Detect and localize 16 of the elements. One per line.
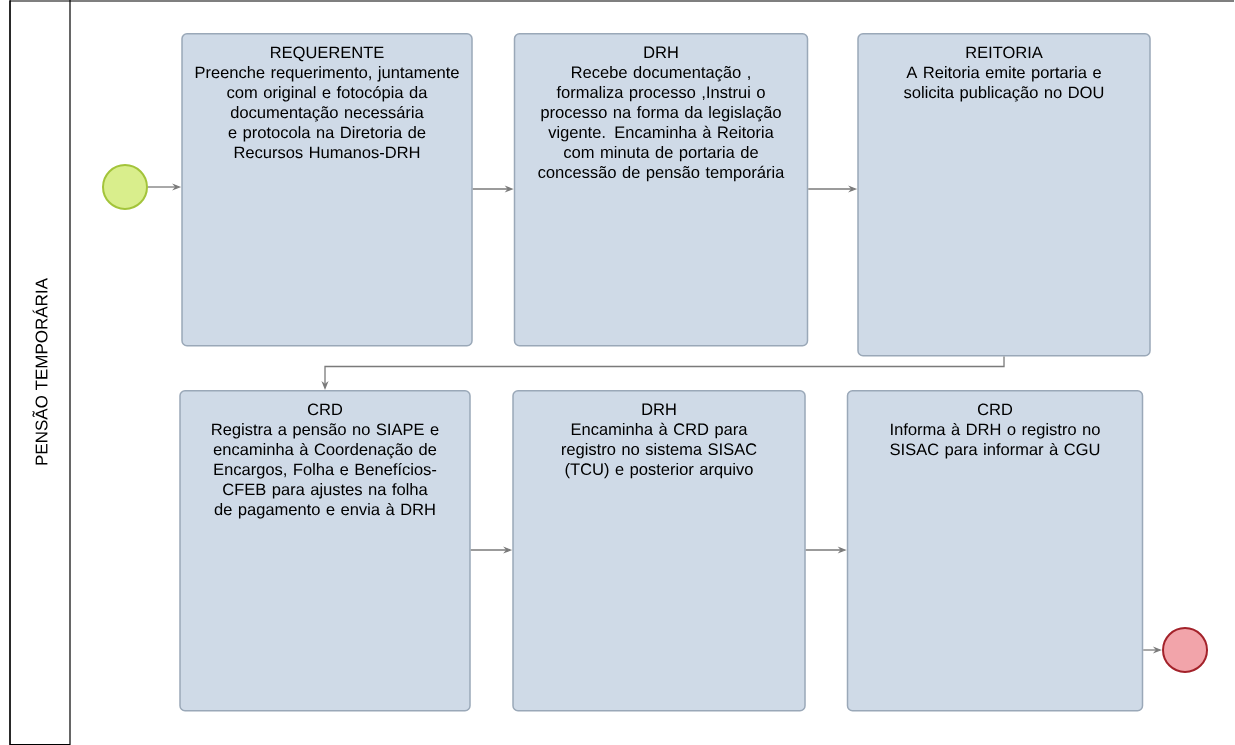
task-box xyxy=(512,390,806,712)
lane-label: PENSÃO TEMPORÁRIA xyxy=(32,278,48,465)
task-text: DRH Encaminha à CRD para registro no sistema SISAC (TCU) e posterior arquivo xyxy=(562,403,757,479)
end-event xyxy=(1162,627,1208,673)
task-text: CRD Registra a pensão no SIAPE e encaminha à Coordenação de Encargos, Folha e Benefícios-CFEB para ajustes na folha de pagamento e envia à DRH xyxy=(212,403,439,519)
lane-header xyxy=(9,0,71,745)
task-box xyxy=(179,390,471,712)
start-event xyxy=(102,164,148,210)
task-box xyxy=(857,33,1151,357)
task-text: REQUERENTE Preenche requerimento, juntamente com original e fotocópia da documentação necessária e protocola na Diretoria de Recursos Humanos-DRH xyxy=(195,46,459,159)
task-box xyxy=(181,33,473,347)
task-box xyxy=(513,33,809,347)
task-text: DRH Recebe documentação , formaliza processo ,Instrui o processo na forma da legislação vigente. Encaminha à Reitoria com minuta de portaria de concessão de pensão temporária xyxy=(538,46,785,182)
task-box xyxy=(846,390,1144,712)
task-text: REITORIA A Reitoria emite portaria e solicita publicação no DOU xyxy=(904,46,1104,102)
task-text: CRD Informa à DRH o registro no SISAC para informar à CGU xyxy=(890,403,1100,459)
